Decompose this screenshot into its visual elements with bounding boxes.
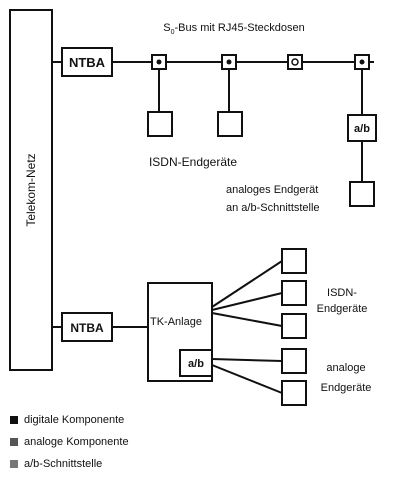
lower-ab-box <box>179 349 213 377</box>
isdn-devices-label: ISDN-Endgeräte <box>149 155 237 169</box>
rj45-socket-1-dot <box>156 59 162 65</box>
lower-isdn-device-1 <box>281 248 307 274</box>
link-isdn-2 <box>211 292 283 311</box>
legend-analog: analoge Komponente <box>10 436 129 448</box>
upper-analog-label-1: analoges Endgerät <box>226 184 318 196</box>
isdn-device-2 <box>217 111 243 137</box>
legend-ab: a/b-Schnittstelle <box>10 458 102 470</box>
lower-ab-label: a/b <box>188 358 204 370</box>
lower-analog-device-2 <box>281 380 307 406</box>
link-isdn-3 <box>211 312 283 327</box>
legend-digital-swatch-icon <box>10 416 18 424</box>
upper-ntba-label: NTBA <box>69 55 106 70</box>
telekom-netz-box <box>9 9 53 371</box>
lower-isdn-device-2 <box>281 280 307 306</box>
lower-analog-label-1: analoge <box>326 362 365 374</box>
s0-bus-title-post: -Bus mit RJ45-Steckdosen <box>175 22 305 34</box>
lower-ntba-box <box>61 312 113 342</box>
lower-analog-device-1 <box>281 348 307 374</box>
isdn-device-1 <box>147 111 173 137</box>
upper-analog-device <box>349 181 375 207</box>
legend-analog-label: analoge Komponente <box>24 436 129 448</box>
legend-ab-label: a/b-Schnittstelle <box>24 458 103 470</box>
s0-bus-title-pre: S <box>163 22 170 34</box>
link-analog-1 <box>211 358 283 362</box>
lower-isdn-label-2: Endgeräte <box>317 303 368 315</box>
rj45-socket-2-dot <box>226 59 232 65</box>
rj45-socket-4-dot <box>359 59 365 65</box>
link-analog-2 <box>211 364 283 394</box>
lower-isdn-label-1: ISDN- <box>327 287 357 299</box>
upper-ab-label: a/b <box>354 123 370 135</box>
lower-analog-label-2: Endgeräte <box>321 382 372 394</box>
legend-digital-label: digitale Komponente <box>24 414 125 426</box>
s0-bus-title-sub: 0 <box>171 29 175 36</box>
legend-digital: digitale Komponente <box>10 414 124 426</box>
s0-bus-title: S0-Bus mit RJ45-Steckdosen <box>163 22 304 36</box>
link-isdn-1 <box>211 260 283 308</box>
legend-analog-swatch-icon <box>10 438 18 446</box>
lower-ntba-label: NTBA <box>70 321 104 335</box>
legend-ab-swatch-icon <box>10 460 18 468</box>
upper-analog-label-2: an a/b-Schnittstelle <box>226 202 320 214</box>
rj45-socket-3-empty <box>291 58 299 66</box>
tk-anlage-label: TK-Anlage <box>150 316 202 328</box>
lower-isdn-device-3 <box>281 313 307 339</box>
telekom-netz-label: Telekom-Netz <box>24 153 38 226</box>
